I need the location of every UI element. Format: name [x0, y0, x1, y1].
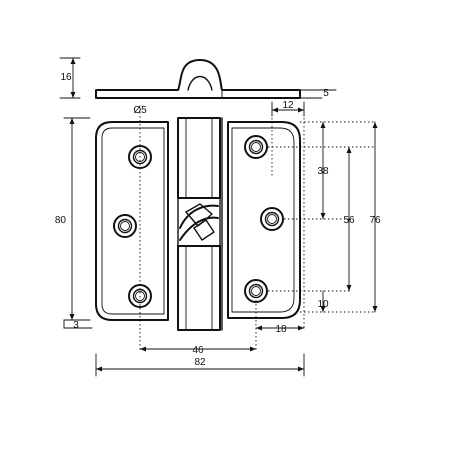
dimension-total-height: 80 — [55, 117, 91, 321]
dimension-label-10: 10 — [317, 299, 329, 310]
dimension-label-3: 3 — [73, 320, 79, 331]
dimension-leaf-thickness: 5 — [299, 88, 337, 99]
screw-hole-right-top — [244, 135, 268, 159]
dimension-outer-hole-span: 56 — [343, 146, 355, 292]
knuckle-upper — [177, 117, 221, 199]
dimension-step: 3 — [63, 319, 93, 331]
dimension-label-82: 82 — [194, 357, 206, 368]
screw-hole-left-middle — [113, 214, 137, 238]
dimension-hole-offset: 12 — [271, 100, 305, 117]
dimension-label-d5: Ø5 — [133, 105, 147, 116]
dimension-hole-span-horizontal: 46 — [139, 345, 257, 356]
dimension-label-18: 18 — [275, 324, 287, 335]
knuckle-lower — [177, 245, 221, 331]
dimension-label-56: 56 — [343, 215, 355, 226]
screw-hole-right-bottom — [244, 279, 268, 303]
dimension-hole-diameter: Ø5 — [133, 105, 147, 116]
dimension-label-46: 46 — [192, 345, 204, 356]
dimension-hole-to-pin: 18 — [255, 324, 305, 335]
dimension-label-76: 76 — [369, 215, 381, 226]
dimension-hole-pitch: 38 — [317, 121, 329, 220]
dimension-label-80: 80 — [55, 215, 67, 226]
dimension-edge-offset: 10 — [317, 290, 329, 313]
right-leaf — [227, 121, 301, 319]
dimension-label-5: 5 — [323, 88, 329, 99]
dimension-total-width: 82 — [95, 353, 305, 377]
dimension-label-38: 38 — [317, 166, 329, 177]
hinge-front-view — [95, 117, 301, 331]
dimension-knuckle-height: 16 — [59, 57, 81, 99]
dimension-leaf-height: 76 — [369, 121, 381, 313]
hinge-top-view — [95, 59, 301, 99]
left-leaf — [95, 121, 169, 321]
dimension-label-12: 12 — [282, 100, 294, 111]
dimension-label-16: 16 — [60, 72, 72, 83]
reference-lines — [139, 106, 376, 350]
rising-cam — [177, 197, 221, 247]
screw-hole-right-middle — [260, 207, 284, 231]
screw-holes — [113, 135, 284, 308]
